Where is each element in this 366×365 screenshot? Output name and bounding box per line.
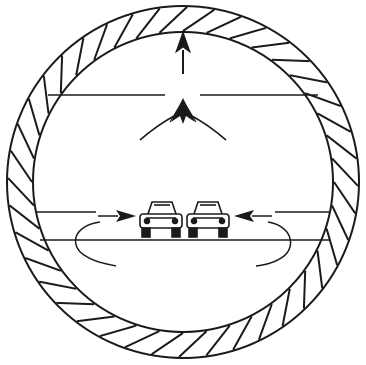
- ring-hatch: [100, 326, 136, 337]
- ring-hatch: [272, 60, 310, 61]
- ring-hatch: [332, 206, 348, 240]
- left-car: [140, 202, 182, 237]
- ring-hatch: [334, 182, 355, 213]
- ring-hatch: [18, 124, 34, 158]
- ring-hatch: [332, 158, 358, 186]
- ring-hatch: [44, 76, 49, 114]
- merging-arrows: [140, 98, 226, 140]
- ring-hatch: [11, 151, 32, 182]
- ring-hatch: [207, 17, 241, 33]
- ring-hatch: [57, 303, 95, 304]
- ring-hatch: [327, 229, 338, 265]
- right-curve-arrow: [256, 222, 291, 266]
- ring-hatch: [29, 99, 40, 135]
- forward-arrow: [176, 32, 190, 74]
- ring-hatch: [152, 333, 183, 354]
- lower-horizontal-lines: [36, 212, 330, 240]
- right-car: [187, 202, 229, 237]
- ring-hatch: [77, 317, 115, 322]
- ring-hatch: [230, 28, 266, 39]
- left-approach-arrow: [98, 210, 136, 222]
- ring-hatch: [252, 43, 290, 48]
- ring-hatch: [179, 331, 207, 357]
- ring-hatch: [183, 10, 214, 31]
- ring-hatch: [125, 331, 159, 347]
- ring-hatch: [159, 7, 187, 33]
- right-approach-arrow: [234, 210, 272, 222]
- left-curve-arrow: [76, 222, 116, 266]
- ring-hatch: [61, 56, 62, 94]
- ring-hatch: [8, 178, 34, 206]
- ring-hatch: [304, 271, 305, 309]
- ring-hatch: [318, 251, 323, 289]
